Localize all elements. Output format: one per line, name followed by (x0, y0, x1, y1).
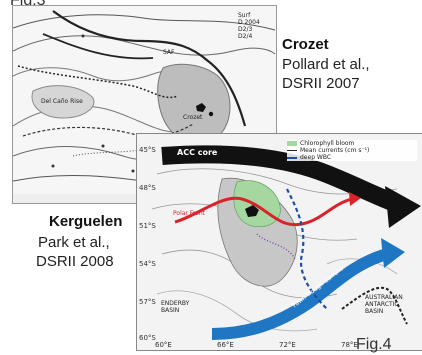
lat-tick: 57°S (139, 298, 156, 306)
polar-front-label: Polar Front (173, 210, 205, 217)
kerguelen-map: Chlorophyll bloom Mean currents (cm s⁻¹)… (136, 133, 422, 351)
saf-label: SAF (163, 49, 175, 56)
crozet-journal: DSRII 2007 (282, 75, 360, 92)
lon-tick: 66°E (217, 341, 234, 349)
legend-item: Mean currents (cm s⁻¹) (287, 147, 417, 154)
lat-tick: 45°S (139, 146, 156, 154)
kerguelen-author: Park et al., (38, 234, 110, 251)
legend-item: deep WBC (287, 154, 417, 161)
legend-item: D 2004 (238, 19, 260, 26)
legend-item: Chlorophyll bloom (287, 140, 417, 147)
acc-core-label: ACC core (177, 148, 218, 157)
crozet-author: Pollard et al., (282, 56, 370, 73)
kerguelen-map-graphic (151, 145, 421, 340)
deep-wbc-icon (287, 156, 297, 159)
del-cano-rise-label: Del Caño Rise (41, 98, 83, 105)
lon-tick: 78°E (341, 341, 358, 349)
lat-tick: 54°S (139, 260, 156, 268)
lat-tick: 51°S (139, 222, 156, 230)
figure-caption-top: Fig.3 (10, 0, 46, 10)
kerguelen-journal: DSRII 2008 (36, 253, 114, 270)
figure-caption-bottom: Fig.4 (356, 336, 392, 353)
crozet-title: Crozet (282, 36, 329, 53)
lon-tick: 60°E (155, 341, 172, 349)
lat-tick: 60°S (139, 334, 156, 342)
enderby-basin-label: ENDERBY BASIN (161, 300, 190, 314)
legend-item: Surf (238, 12, 251, 19)
australian-antarctic-basin-label: AUSTRALIAN ANTARCTIC BASIN (365, 294, 403, 315)
legend-item: D2/3 (238, 26, 253, 33)
kerguelen-title: Kerguelen (49, 213, 123, 230)
kerguelen-legend: Chlorophyll bloom Mean currents (cm s⁻¹)… (287, 140, 417, 161)
lon-tick: 72°E (279, 341, 296, 349)
lat-tick: 48°S (139, 184, 156, 192)
current-line-icon (287, 150, 297, 151)
legend-item: D2/4 (238, 33, 253, 40)
crozet-island-label: Crozet (183, 114, 203, 121)
crozet-legend: Surf D 2004 D2/3 D2/4 (238, 12, 274, 40)
bloom-swatch-icon (287, 141, 297, 146)
